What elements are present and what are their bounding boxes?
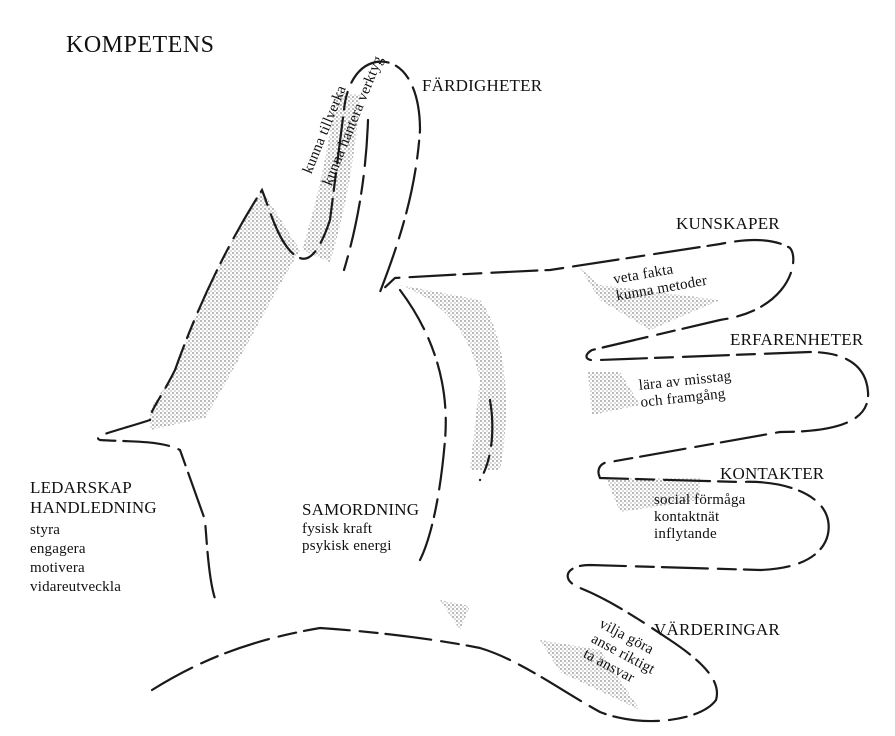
ring-line-2: kontaktnät xyxy=(654,509,746,526)
palm-lower-shading xyxy=(440,600,470,630)
ring-text: social förmåga kontaktnät inflytande xyxy=(654,492,746,543)
palm-text: fysisk kraft psykisk energi xyxy=(302,521,392,555)
ring-heading: KONTAKTER xyxy=(720,464,824,484)
palm-line-2: psykisk energi xyxy=(302,538,392,555)
wrist-heading-1: LEDARSKAP xyxy=(30,478,157,498)
middle-shading xyxy=(588,372,640,415)
diagram-title: KOMPETENS xyxy=(66,32,215,59)
wrist-line-1: styra xyxy=(30,521,121,540)
middle-heading: ERFARENHETER xyxy=(730,330,863,350)
wrist-line-4: vidareutveckla xyxy=(30,578,121,597)
thumb-heading: FÄRDIGHETER xyxy=(422,76,542,96)
ring-line-3: inflytande xyxy=(654,526,746,543)
palm-line-1: fysisk kraft xyxy=(302,521,392,538)
thumb-base-shading xyxy=(150,190,300,430)
palm-heading: SAMORDNING xyxy=(302,500,419,520)
wrist-headings: LEDARSKAP HANDLEDNING xyxy=(30,478,157,518)
wrist-heading-2: HANDLEDNING xyxy=(30,498,157,518)
wrist-text: styra engagera motivera vidareutveckla xyxy=(30,521,121,597)
ring-line-1: social förmåga xyxy=(654,492,746,509)
little-heading: VÄRDERINGAR xyxy=(654,620,780,640)
wrist-line-3: motivera xyxy=(30,559,121,578)
wrist-line-2: engagera xyxy=(30,540,121,559)
index-heading: KUNSKAPER xyxy=(676,214,780,234)
